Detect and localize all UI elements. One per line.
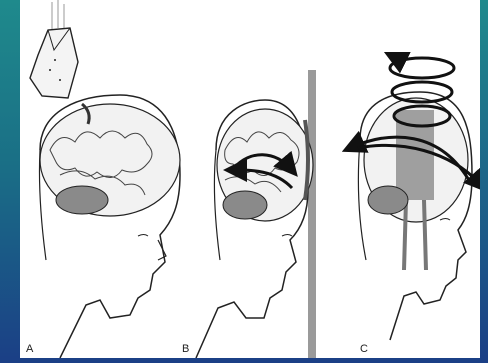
wall-barrier-icon [308, 70, 316, 358]
slide-right-border [480, 0, 488, 363]
panel-label-b: B [182, 343, 189, 355]
illustration-panel: A B C [20, 0, 480, 358]
figure-c [350, 56, 480, 340]
panel-label-c: C [360, 343, 368, 355]
figure-b [196, 70, 316, 358]
falling-object-icon [30, 0, 78, 98]
brain-injury-illustrations [20, 0, 480, 358]
figure-a [30, 0, 180, 358]
panel-label-a: A [26, 343, 33, 355]
